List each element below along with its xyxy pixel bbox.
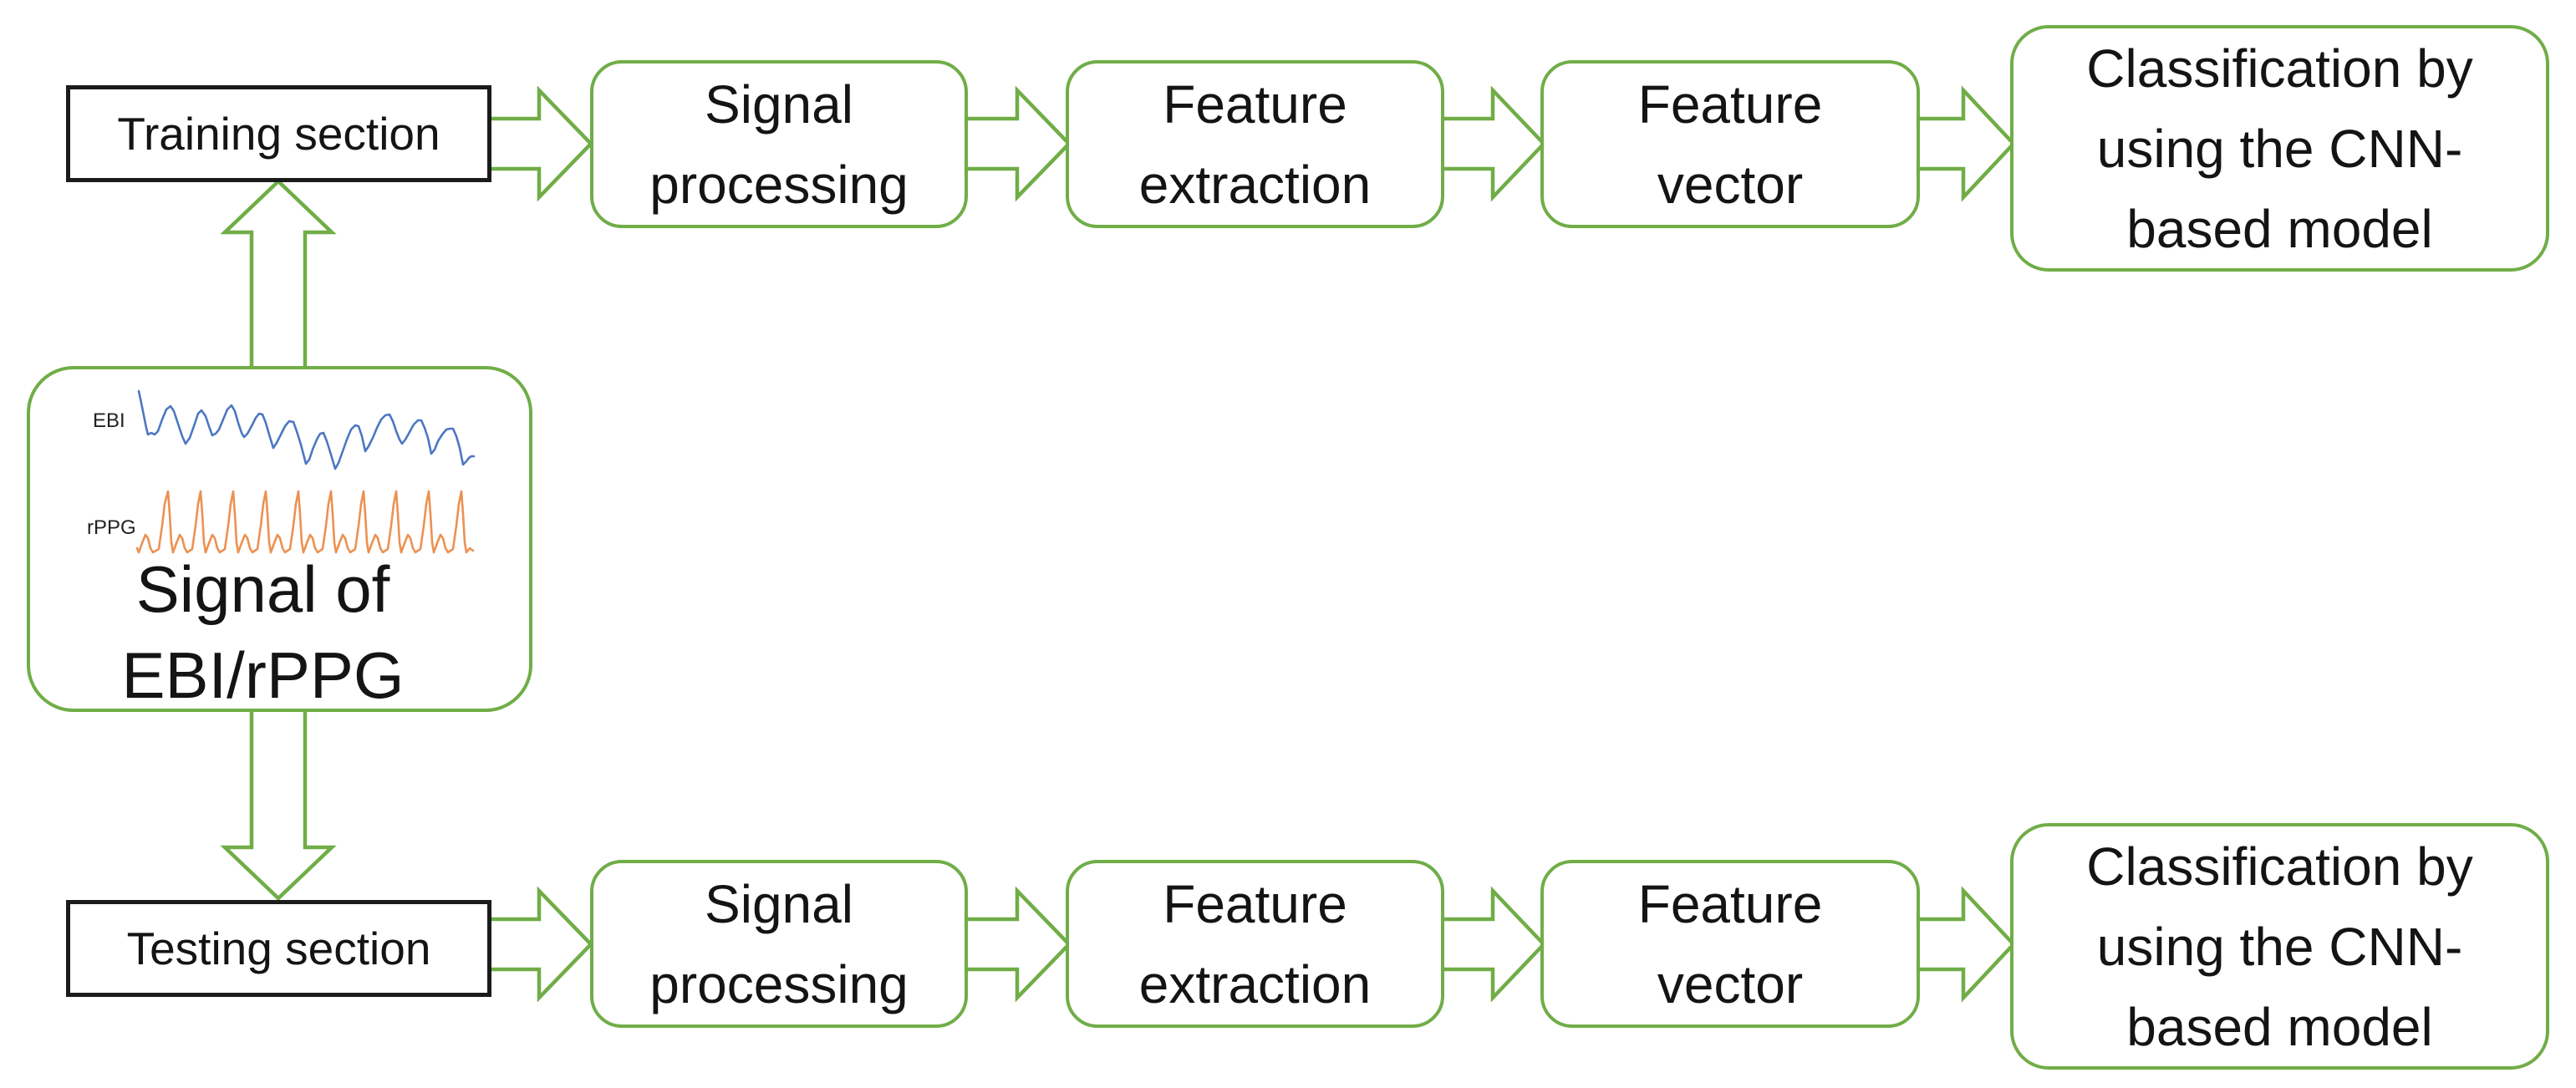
step-label: Feature vector <box>1637 873 1823 1014</box>
training-section-box: Training section <box>66 85 491 182</box>
rppg-label: rPPG <box>87 516 136 539</box>
rppg-waveform-chart <box>135 490 475 554</box>
step-label: Classification by using the CNN-based mo… <box>2086 38 2473 259</box>
ebi-waveform <box>137 389 476 470</box>
classification-box-testing: Classification by using the CNN-based mo… <box>2010 823 2549 1070</box>
signal-processing-box-training: Signal processing <box>590 60 968 228</box>
training-section-label: Training section <box>117 107 440 160</box>
testing-section-box: Testing section <box>66 900 491 997</box>
step-label: Feature extraction <box>1138 873 1372 1014</box>
step-label: Classification by using the CNN-based mo… <box>2086 836 2473 1057</box>
feature-extraction-box-training: Feature extraction <box>1066 60 1444 228</box>
signal-processing-box-testing: Signal processing <box>590 860 968 1028</box>
step-label: Feature extraction <box>1138 74 1372 215</box>
step-label: Feature vector <box>1637 74 1823 215</box>
step-label: Signal processing <box>649 74 909 215</box>
classification-box-training: Classification by using the CNN-based mo… <box>2010 25 2549 272</box>
feature-vector-box-training: Feature vector <box>1540 60 1920 228</box>
arrow-signal-to-testing <box>220 683 337 902</box>
feature-extraction-box-testing: Feature extraction <box>1066 860 1444 1028</box>
arrow-signal-to-training <box>220 178 337 395</box>
signal-box-title: Signal of EBI/rPPG <box>121 552 405 712</box>
step-label: Signal processing <box>649 873 909 1014</box>
signal-source-box: EBI rPPG Signal of EBI/rPPG <box>27 366 532 712</box>
rppg-waveform <box>135 490 475 554</box>
testing-section-label: Testing section <box>126 922 431 974</box>
feature-vector-box-testing: Feature vector <box>1540 860 1920 1028</box>
ebi-label: EBI <box>93 409 125 432</box>
ebi-waveform-chart <box>137 389 476 470</box>
